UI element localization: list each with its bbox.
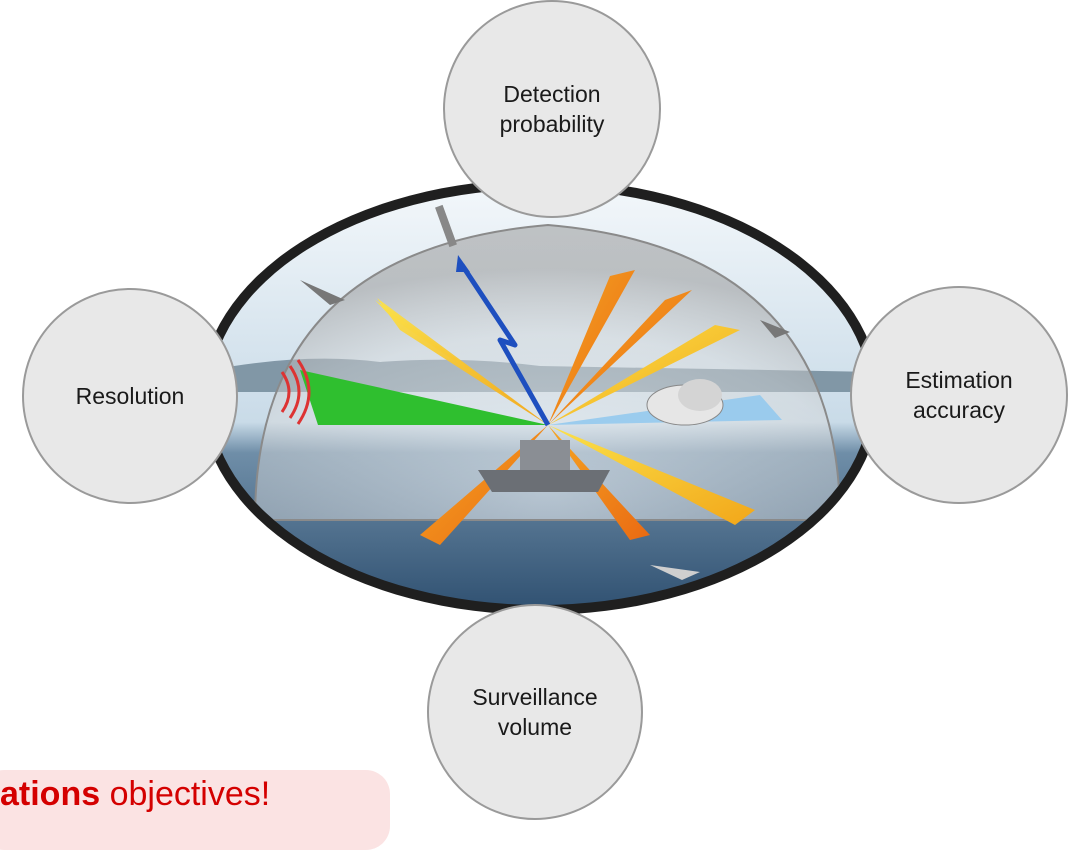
node-label-resolution: Resolution bbox=[75, 383, 185, 409]
aircraft-icon-upper-left bbox=[300, 280, 345, 305]
aircraft-icon-bottom bbox=[650, 565, 700, 580]
node-label-estimation-accuracy: Estimation accuracy bbox=[905, 367, 1013, 423]
banner-text: ations objectives! bbox=[0, 775, 270, 814]
beam-yellow-upper-left-wide bbox=[377, 298, 548, 425]
ship-superstructure bbox=[520, 440, 570, 470]
radar-dome bbox=[253, 223, 842, 521]
banner-bold-text: ations bbox=[0, 775, 101, 813]
node-label-detection-probability: Detection probability bbox=[499, 81, 605, 137]
radar-scene-illustration bbox=[200, 179, 880, 615]
ship-icon bbox=[478, 470, 610, 492]
lightning-arrowhead bbox=[456, 255, 470, 272]
beam-yellow-right bbox=[548, 325, 740, 425]
node-surveillance-volume: Surveillance volume bbox=[427, 604, 643, 820]
objectives-banner: ations objectives! bbox=[0, 770, 390, 850]
cloud-puff bbox=[678, 379, 722, 411]
banner-rest-text: objectives! bbox=[100, 775, 271, 813]
beam-green-left bbox=[300, 370, 548, 425]
node-resolution: Resolution bbox=[22, 288, 238, 504]
node-label-surveillance-volume: Surveillance volume bbox=[472, 684, 598, 740]
node-estimation-accuracy: Estimation accuracy bbox=[850, 286, 1068, 504]
sonar-rings bbox=[280, 359, 311, 425]
aircraft-icon-right bbox=[760, 320, 790, 338]
beam-yellow-lower-right bbox=[548, 425, 755, 525]
missile-icon bbox=[435, 204, 457, 248]
beam-orange-1 bbox=[548, 270, 635, 425]
beam-orange-2 bbox=[548, 290, 692, 425]
node-detection-probability: Detection probability bbox=[443, 0, 661, 218]
beam-orange-lower-left bbox=[420, 425, 548, 545]
lightning-link bbox=[459, 263, 551, 427]
